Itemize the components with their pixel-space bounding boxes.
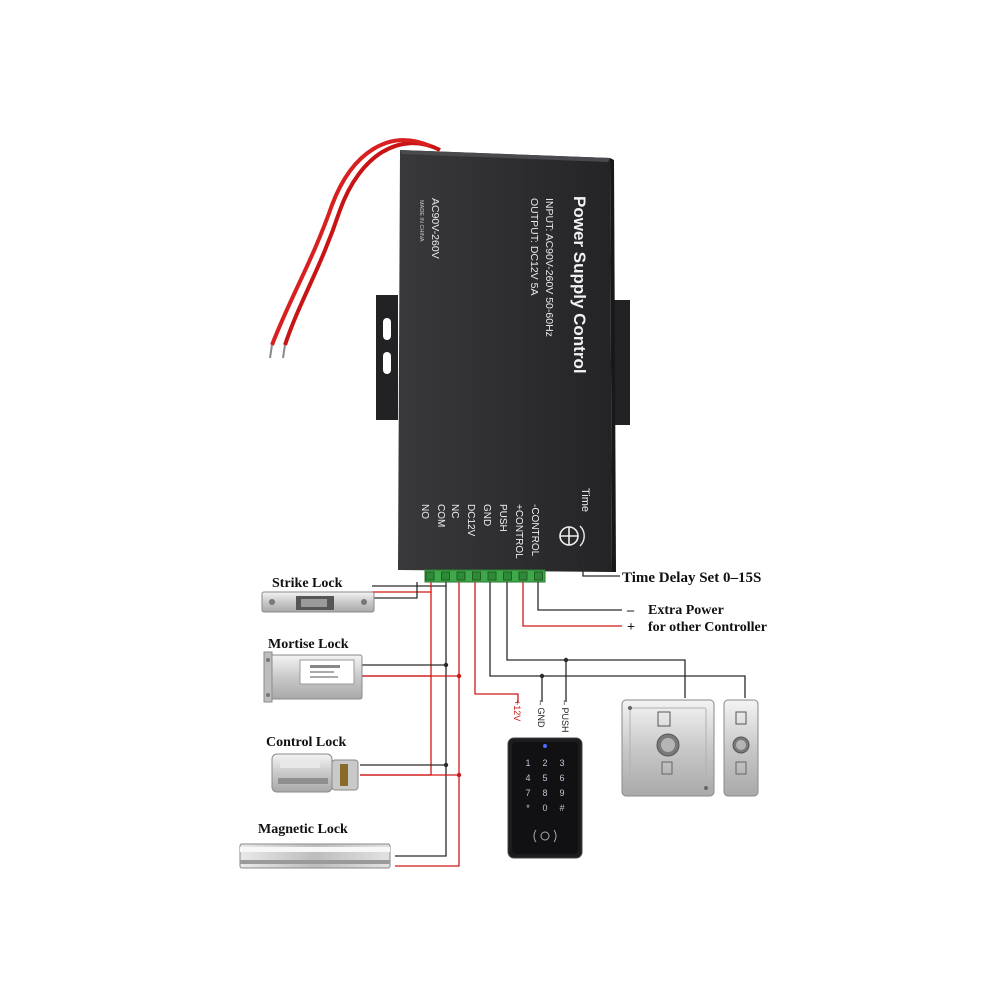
keypad-key-1[interactable]: 1 [525, 758, 530, 768]
control-lock-image [271, 753, 359, 793]
terminal-screw[interactable] [441, 571, 450, 581]
exit-button-large-image [621, 699, 715, 797]
terminal-label-1: +CONTROL [513, 504, 524, 559]
wiring [360, 556, 746, 867]
terminal-screw[interactable] [425, 571, 435, 581]
extra-power-plus: + [627, 620, 635, 635]
keypad-key-9[interactable]: 9 [559, 788, 564, 798]
input-cable [269, 138, 441, 359]
keypad-image: 1 2 3 4 5 6 7 8 9 * 0 # [507, 737, 583, 859]
device-voltage-range: AC90V-260V [429, 198, 441, 259]
strike-lock-image [261, 591, 375, 613]
device-body [398, 150, 612, 572]
magnetic-lock-label: Magnetic Lock [258, 822, 348, 837]
time-delay-annotation: Time Delay Set 0–15S [622, 570, 761, 586]
mortise-lock-label: Mortise Lock [268, 637, 349, 652]
left-bracket-slot [383, 318, 391, 340]
terminal-label-2: PUSH [497, 504, 508, 532]
magnetic-lock-image [239, 843, 391, 869]
mortise-lock-image [263, 651, 363, 703]
terminal-block [424, 569, 546, 583]
keypad-key-0[interactable]: 0 [542, 803, 547, 813]
keypad-gnd-label: – GND [536, 700, 546, 728]
terminal-label-4: DC12V [465, 504, 476, 537]
terminal-label-0: -CONTROL [529, 504, 540, 557]
terminal-label-5: NC [449, 504, 460, 518]
control-lock-label: Control Lock [266, 735, 346, 750]
time-delay-knob-icon[interactable] [559, 525, 585, 547]
extra-power-label-2: for other Controller [648, 620, 767, 635]
strike-lock-label: Strike Lock [272, 576, 343, 591]
device-title: Power Supply Control [570, 196, 589, 374]
terminal-label-6: COM [435, 504, 446, 527]
keypad-key-4[interactable]: 4 [525, 773, 530, 783]
keypad-push-label: – PUSH [560, 700, 570, 733]
keypad-12v-label: +12V [512, 700, 522, 721]
keypad-key-#[interactable]: # [559, 803, 564, 813]
device-made-in: MADE IN CHINA [418, 200, 424, 242]
terminal-screw[interactable] [472, 571, 481, 581]
left-bracket-slot [383, 352, 391, 374]
exit-button-narrow-image [723, 699, 759, 797]
keypad-key-3[interactable]: 3 [559, 758, 564, 768]
time-knob-label: Time [579, 488, 591, 512]
keypad-key-8[interactable]: 8 [542, 788, 547, 798]
device-output-spec: OUTPUT: DC12V 5A [528, 198, 540, 295]
terminal-label-7: NO [419, 504, 430, 519]
rfid-icon [533, 829, 557, 843]
keypad-key-7[interactable]: 7 [525, 788, 530, 798]
terminal-label-3: GND [481, 504, 492, 526]
terminal-screw[interactable] [534, 571, 543, 581]
keypad-key-5[interactable]: 5 [542, 773, 547, 783]
terminal-screw[interactable] [518, 571, 528, 581]
keypad-key-6[interactable]: 6 [559, 773, 564, 783]
terminal-screw[interactable] [456, 571, 466, 581]
device-input-spec: INPUT: AC90V-260V 50-60Hz [543, 198, 555, 337]
terminal-screw[interactable] [503, 571, 512, 581]
terminal-screw[interactable] [487, 571, 497, 581]
extra-power-label: Extra Power [648, 603, 724, 618]
keypad-key-2[interactable]: 2 [542, 758, 547, 768]
keypad-key-*[interactable]: * [526, 803, 530, 813]
extra-power-minus: – [626, 603, 635, 618]
right-mounting-bracket [612, 300, 630, 425]
power-supply-device: Power Supply Control INPUT: AC90V-260V 5… [376, 150, 630, 572]
